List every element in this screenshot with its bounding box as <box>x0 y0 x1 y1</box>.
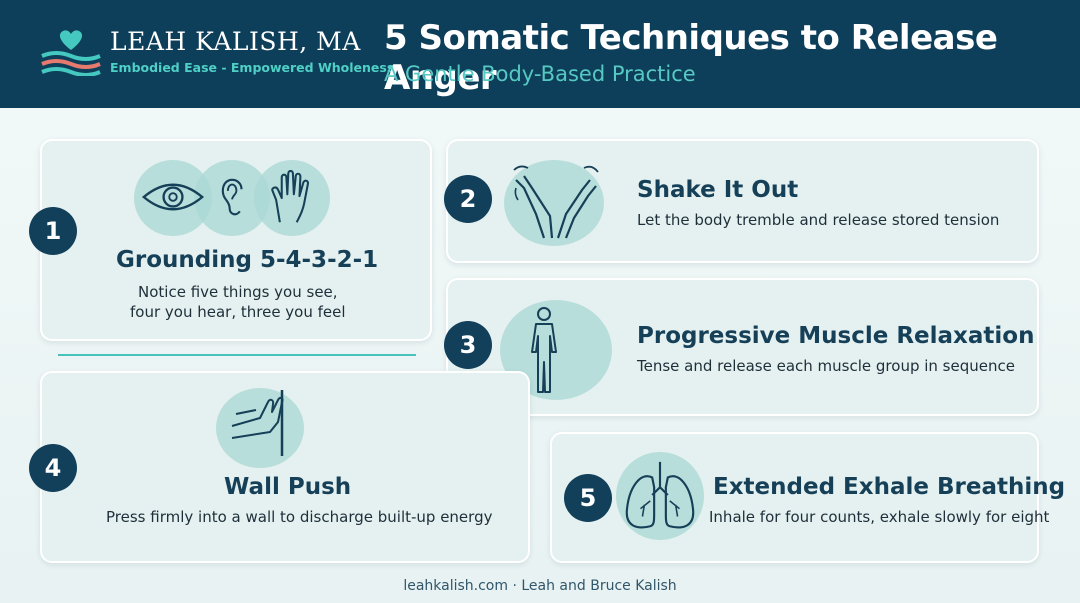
icon-backdrop <box>504 160 604 246</box>
heart-waves-icon <box>41 30 101 76</box>
technique-title-1: Grounding 5-4-3-2-1 <box>116 247 379 273</box>
footer-credit: leahkalish.com · Leah and Bruce Kalish <box>403 578 677 594</box>
technique-desc-2: Let the body tremble and release stored … <box>637 211 1000 229</box>
hand-icon <box>271 170 309 223</box>
icon-backdrop <box>216 388 304 468</box>
technique-desc-3: Tense and release each muscle group in s… <box>637 357 1015 375</box>
page-subtitle: A Gentle Body-Based Practice <box>384 62 696 86</box>
step-number-4: 4 <box>29 444 77 492</box>
technique-title-5: Extended Exhale Breathing <box>713 474 1066 500</box>
technique-title-3: Progressive Muscle Relaxation <box>637 323 1035 349</box>
hands-on-wall-icon <box>231 390 284 456</box>
technique-desc-1-line2: four you hear, three you feel <box>130 303 346 321</box>
page-title: 5 Somatic Techniques to Release Anger <box>384 18 998 98</box>
lungs-icon <box>625 461 695 529</box>
technique-title-4: Wall Push <box>224 474 352 500</box>
body-outline-icon <box>531 307 557 393</box>
technique-desc-1-line1: Notice five things you see, <box>138 283 338 301</box>
step-number-5: 5 <box>564 474 612 522</box>
technique-desc-5: Inhale for four counts, exhale slowly fo… <box>709 508 1050 526</box>
technique-title-2: Shake It Out <box>637 177 799 203</box>
brand-name: LEAH KALISH, MA <box>110 27 361 56</box>
technique-desc-4: Press firmly into a wall to discharge bu… <box>106 508 493 526</box>
step-number-3: 3 <box>444 321 492 369</box>
step-number-1: 1 <box>29 207 77 255</box>
step-number-2: 2 <box>444 175 492 223</box>
eye-icon <box>141 183 205 211</box>
ear-icon <box>221 178 243 216</box>
brand-tagline: Embodied Ease - Empowered Wholeness <box>110 60 395 75</box>
divider-line <box>58 354 416 356</box>
shaking-arms-icon <box>513 165 599 239</box>
header-banner: LEAH KALISH, MA Embodied Ease - Empowere… <box>0 0 1080 108</box>
